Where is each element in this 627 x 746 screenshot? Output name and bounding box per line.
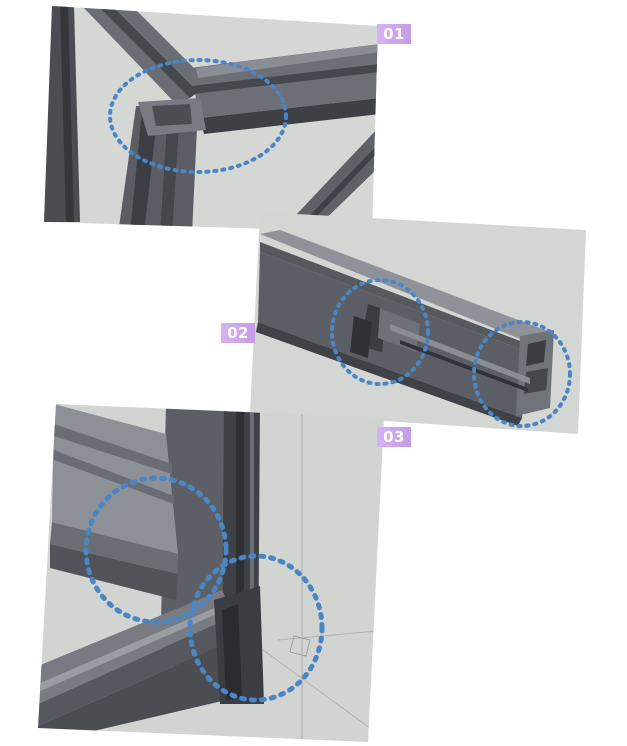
frame-corner-render bbox=[38, 404, 384, 742]
profile-section-render bbox=[250, 212, 586, 434]
step-badge-02: 02 bbox=[221, 323, 255, 343]
highlight-circle-icon bbox=[187, 553, 325, 703]
step-badge-03: 03 bbox=[377, 427, 411, 447]
highlight-circle-icon bbox=[83, 475, 229, 625]
render-panel-01 bbox=[40, 6, 380, 234]
highlight-circle-icon bbox=[108, 58, 288, 174]
step-badge-01: 01 bbox=[377, 24, 411, 44]
render-panel-02 bbox=[250, 212, 588, 438]
highlight-circle-icon bbox=[330, 278, 430, 386]
corner-joint-render bbox=[44, 6, 378, 232]
render-panel-03 bbox=[38, 404, 388, 744]
highlight-circle-icon bbox=[472, 320, 572, 428]
